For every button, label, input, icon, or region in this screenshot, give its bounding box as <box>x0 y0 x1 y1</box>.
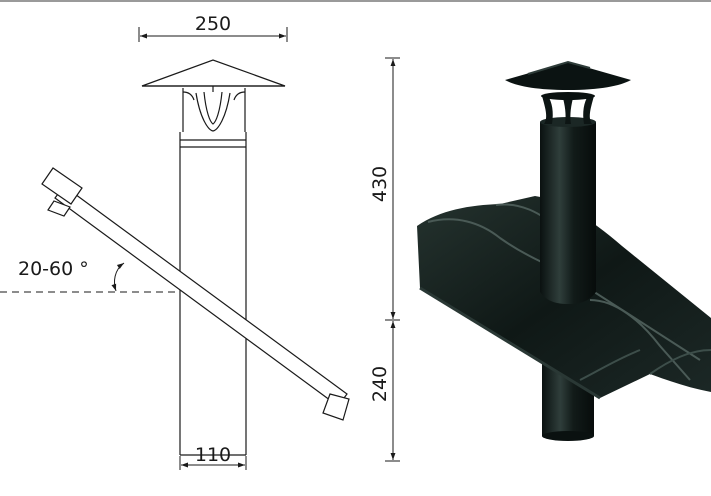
product-photo <box>417 60 711 441</box>
cap-width-label: 250 <box>195 13 231 35</box>
cap-width-dimension: 250 <box>138 13 288 42</box>
angle-dimension: 20-60 ° <box>0 258 178 293</box>
height-dimensions: 430 240 <box>369 57 400 462</box>
total-height-label: 430 <box>369 166 391 202</box>
cap-drawing <box>141 59 286 132</box>
pipe-diameter-dimension: 110 <box>179 444 247 470</box>
lower-height-label: 240 <box>369 366 391 402</box>
pipe-diameter-label: 110 <box>195 444 231 466</box>
pipe-drawing <box>179 132 247 456</box>
roof-slab-drawing <box>41 167 350 421</box>
angle-label: 20-60 ° <box>18 258 89 280</box>
photo-cap-supports <box>542 96 594 124</box>
top-divider <box>0 0 711 2</box>
photo-cap <box>505 60 631 100</box>
photo-upper-pipe <box>540 122 596 304</box>
